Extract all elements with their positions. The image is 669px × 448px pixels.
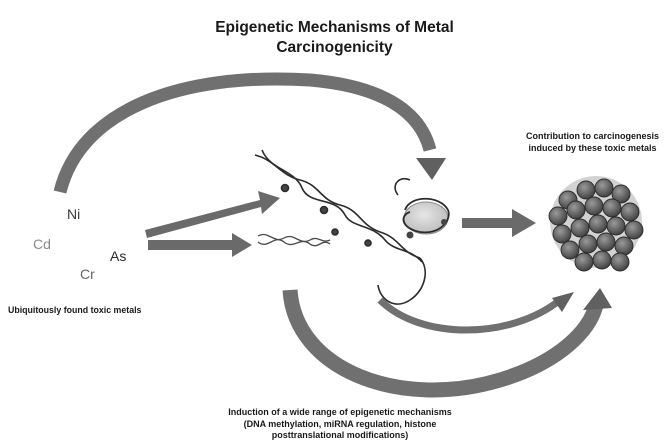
caption-epigenetic-line-2: (DNA methylation, miRNA regulation, hist…	[180, 419, 500, 431]
tumor-cell-cluster-icon	[549, 176, 643, 271]
caption-carcinogenesis: Contribution to carcinogenesis induced b…	[505, 130, 669, 154]
caption-epigenetic-mechanisms: Induction of a wide range of epigenetic …	[180, 407, 500, 442]
metal-label-ni: Ni	[67, 206, 80, 222]
dna-double-helix-icon	[255, 150, 425, 304]
caption-epigenetic-line-3: posttranslational modifications)	[180, 430, 500, 442]
nucleosome-icon	[395, 179, 449, 239]
caption-carcinogenesis-line-1: Contribution to carcinogenesis	[505, 130, 669, 142]
caption-carcinogenesis-line-2: induced by these toxic metals	[505, 142, 669, 154]
arrow-to-dna	[145, 191, 280, 238]
caption-epigenetic-line-1: Induction of a wide range of epigenetic …	[180, 407, 500, 419]
metal-label-cr: Cr	[80, 266, 95, 282]
metal-label-cd: Cd	[33, 236, 51, 252]
arrow-to-tumor	[462, 209, 536, 237]
arrow-to-mirna	[148, 233, 252, 257]
top-curved-arrow	[60, 79, 446, 192]
caption-toxic-metals: Ubiquitously found toxic metals	[8, 305, 141, 315]
mirna-strand-icon	[258, 234, 330, 245]
metal-label-as: As	[110, 248, 126, 264]
thin-curved-arrow	[380, 292, 574, 330]
